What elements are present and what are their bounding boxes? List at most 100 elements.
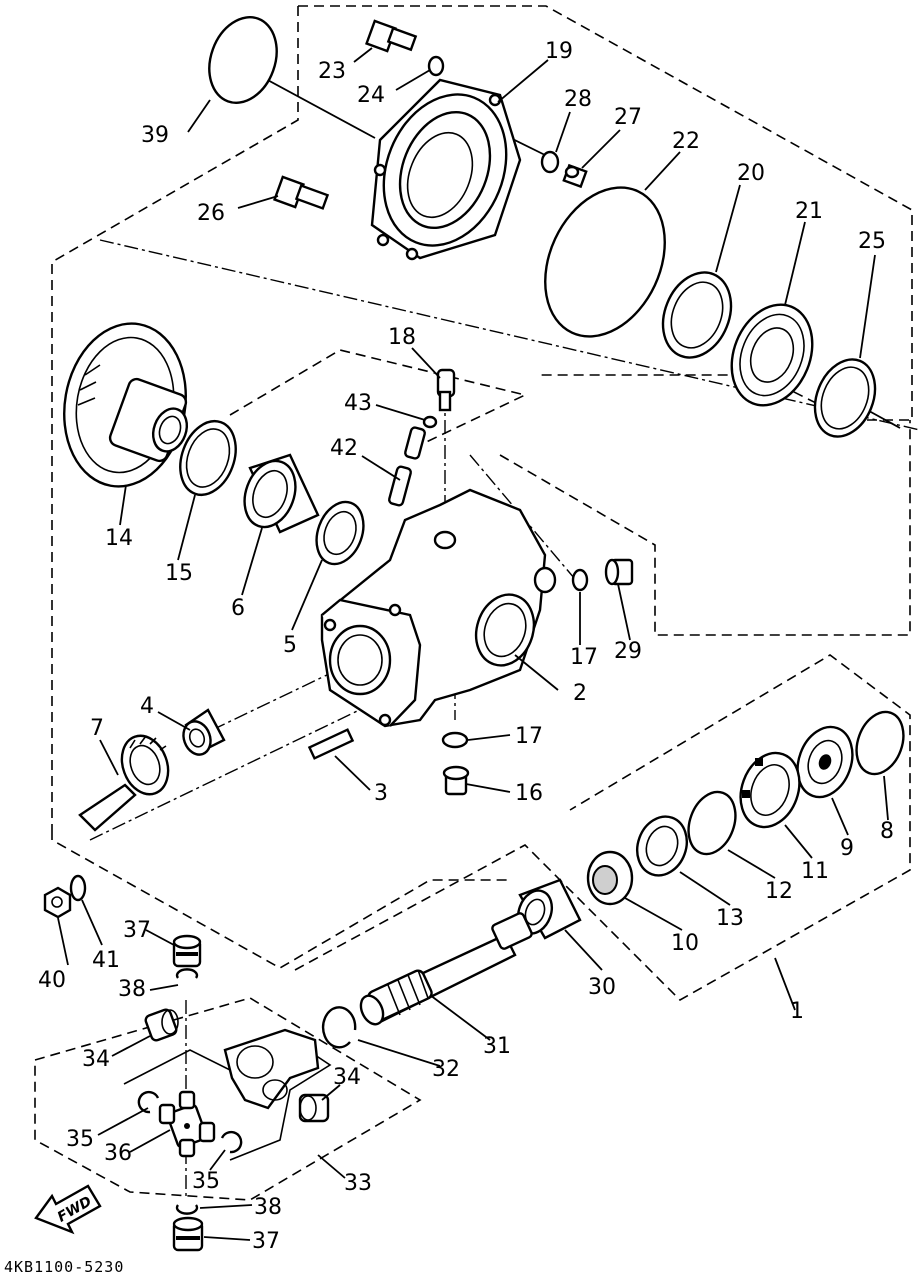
bearing-4: [182, 708, 226, 756]
leader-16: [465, 783, 511, 793]
callout-31: 31: [483, 1034, 511, 1059]
leader-35-upper: [97, 1107, 149, 1136]
leader-35-lower: [209, 1149, 226, 1171]
group-outline-top: [298, 5, 913, 421]
oil-seal-5: [315, 500, 365, 566]
bearing-cap-37-lower: [172, 1216, 204, 1252]
o-ring-39: [208, 16, 278, 104]
callout-35-lower: 35: [192, 1169, 220, 1194]
callout-9: 9: [840, 836, 854, 861]
leader-34-left: [111, 1035, 151, 1057]
callout-2: 2: [573, 681, 587, 706]
callout-17-lower: 17: [515, 724, 543, 749]
leader-34-right: [321, 1084, 341, 1101]
leader-4: [157, 711, 191, 731]
leader-43: [375, 404, 426, 421]
callout-42: 42: [330, 436, 358, 461]
callout-8: 8: [880, 819, 894, 844]
leader-25: [395, 69, 431, 91]
gear-case-2: [320, 488, 557, 728]
bearing-cap-34-right: [298, 1093, 330, 1123]
callout-29: 29: [614, 639, 642, 664]
callout-21: 21: [795, 199, 823, 224]
plug-29: [604, 558, 634, 586]
callout-27: 27: [614, 105, 642, 130]
bearing-cap-37-upper: [172, 934, 202, 968]
leader-6: [241, 527, 263, 596]
callout-23: 25: [858, 229, 886, 254]
callout-35-upper: 35: [66, 1127, 94, 1152]
leader-22: [644, 151, 681, 191]
callout-10: 10: [671, 931, 699, 956]
leader-17-lower: [467, 734, 511, 741]
leader-33: [317, 1154, 346, 1179]
callout-26: 26: [197, 201, 225, 226]
leader-5: [291, 559, 323, 631]
ring-gear-14: [63, 322, 189, 488]
leader-3: [334, 755, 371, 791]
callout-6: 6: [231, 596, 245, 621]
needle-bearing-6: [243, 453, 320, 534]
group-outline-housing-inner: [229, 349, 528, 446]
pinion-gear-7: [78, 734, 170, 832]
callout-34-left: 34: [82, 1047, 110, 1072]
washer-17-lower: [441, 731, 469, 749]
breather-18: [436, 368, 456, 412]
callout-15: 15: [165, 561, 193, 586]
bolt-27: [562, 163, 588, 189]
leader-14: [119, 484, 127, 526]
callout-4: 4: [140, 694, 154, 719]
leader-26: [237, 195, 279, 209]
hose-42: [388, 426, 426, 507]
parts: [34, 16, 905, 1252]
callout-33: 33: [344, 1171, 372, 1196]
callout-39: 39: [141, 123, 169, 148]
axis-housing-front: [211, 639, 401, 731]
group-outline-right: [294, 654, 911, 1001]
callout-34-right: 34: [333, 1065, 361, 1090]
callout-37-upper: 37: [123, 918, 151, 943]
callout-32: 32: [432, 1057, 460, 1082]
drive-shaft-31: [359, 912, 533, 1026]
bearing-housing-19: [370, 78, 522, 261]
callout-12: 12: [765, 879, 793, 904]
forward-direction-arrow: [34, 1184, 102, 1235]
needle-bearing-30: [516, 878, 582, 940]
group-outline-bottom: [34, 997, 422, 1201]
leader-12: [727, 849, 776, 879]
leader-lines: [57, 47, 889, 1241]
leader-40: [57, 917, 69, 966]
leader-9: [831, 797, 849, 836]
group-outline-housing-right: [499, 420, 911, 636]
leader-29: [617, 583, 631, 641]
callout-1: 1: [790, 999, 804, 1024]
bearing-cap-34-left: [144, 1008, 179, 1042]
callout-38-lower: 38: [254, 1195, 282, 1220]
leader-28: [555, 111, 571, 153]
plug-16: [442, 765, 470, 796]
washer-25: [427, 55, 445, 77]
washer-28: [540, 150, 560, 174]
shim-23: [813, 358, 877, 438]
collar-10: [586, 850, 634, 906]
callout-38-upper: 38: [118, 977, 146, 1002]
callout-40: 40: [38, 968, 66, 993]
leader-24: [353, 47, 373, 63]
circlip-35-lower: [220, 1130, 243, 1154]
oil-seal-13: [636, 815, 688, 877]
leader-21: [784, 221, 806, 306]
washer-17-upper: [571, 568, 589, 592]
stud-3: [307, 728, 355, 760]
callout-22: 22: [672, 129, 700, 154]
bearing-nut-11: [739, 751, 801, 829]
callout-16: 16: [515, 781, 543, 806]
nut-40: [43, 886, 72, 919]
washer-41: [69, 874, 87, 902]
callout-25: 24: [357, 83, 385, 108]
bolt-24: [365, 19, 418, 53]
callout-20: 20: [737, 161, 765, 186]
reference-code: 4KB1100-5230: [4, 1258, 124, 1276]
oil-seal-20: [661, 271, 733, 359]
callout-41: 41: [92, 948, 120, 973]
